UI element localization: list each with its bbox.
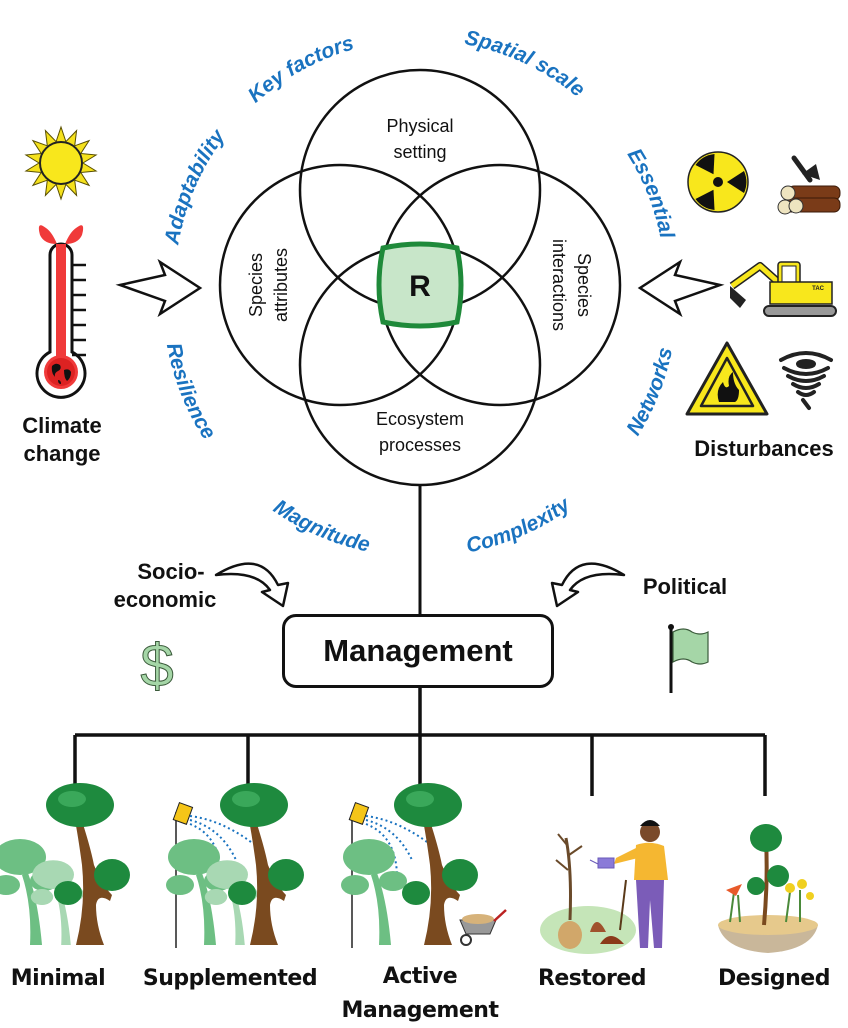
label-ecosystem-processes-2: processes	[379, 435, 461, 455]
thermometer-icon	[35, 225, 87, 399]
excavator-icon: TAC	[729, 261, 837, 317]
ring-word-essential: Essential	[623, 145, 679, 242]
fire-hazard-icon	[685, 341, 769, 416]
main-tree-icon	[220, 783, 304, 945]
management-branches	[73, 688, 767, 796]
label-species-attributes-1: Species	[246, 253, 266, 317]
management-label: Management	[323, 633, 513, 668]
illustration-minimal	[0, 783, 130, 945]
socioeconomic-label-line2: economic	[113, 587, 217, 612]
earth-globe-icon	[47, 358, 75, 386]
climate-change-label-line1: Climate	[22, 413, 102, 438]
label-ecosystem-processes-1: Ecosystem	[376, 409, 464, 429]
excavator-brand-label: TAC	[812, 286, 825, 292]
illustration-restored	[540, 820, 668, 954]
category-label-active-line1: Active	[382, 964, 458, 989]
ring-word-magnitude: Magnitude	[269, 495, 372, 556]
ring-word-resilience: Resilience	[162, 341, 220, 444]
category-label-active-line2: Management	[341, 998, 499, 1023]
logs-axe-icon	[777, 155, 841, 215]
socioeconomic-label-line1: Socio-	[137, 559, 205, 584]
background-tree-icon	[341, 839, 407, 945]
ring-word-complexity: Complexity	[464, 492, 575, 557]
category-label-restored: Restored	[537, 966, 647, 991]
curved-arrow-political	[550, 562, 626, 608]
ring-word-spatial-scale: Spatial scale	[463, 26, 590, 101]
ring-word-adaptability: Adaptability	[160, 124, 230, 247]
wheelbarrow-icon	[459, 909, 507, 946]
dollar-icon: $	[140, 632, 173, 699]
label-physical-setting-2: setting	[393, 142, 446, 162]
illustration-active-management	[341, 783, 507, 948]
ring-word-key-factors: Key factors	[244, 31, 357, 107]
label-species-interactions-1: Species	[574, 253, 594, 317]
sun-icon	[24, 125, 98, 201]
category-label-designed: Designed	[718, 966, 830, 991]
arrow-disturbances-to-venn	[637, 258, 725, 318]
center-r-label: R	[409, 270, 431, 303]
gardener-person-icon	[589, 820, 668, 948]
political-label: Political	[642, 574, 728, 599]
label-species-interactions-2: interactions	[549, 239, 569, 331]
label-physical-setting-1: Physical	[386, 116, 453, 136]
category-label-supplemented: Supplemented	[142, 966, 318, 991]
curved-arrow-socioeconomic	[214, 562, 290, 608]
flag-icon	[668, 624, 709, 693]
disturbances-label: Disturbances	[694, 436, 834, 461]
illustration-designed	[718, 824, 818, 953]
label-species-attributes-2: attributes	[271, 248, 291, 322]
center-r-region	[376, 241, 464, 329]
main-tree-icon	[394, 783, 478, 945]
arrow-climate-to-venn	[115, 258, 203, 318]
illustration-supplemented	[166, 783, 304, 948]
resilience-core: R	[376, 241, 464, 329]
category-label-active-management: Active Management	[330, 960, 510, 1028]
category-label-minimal: Minimal	[10, 966, 106, 991]
ring-word-networks: Networks	[622, 345, 677, 439]
climate-change-label: Climate change	[0, 412, 124, 468]
tornado-icon	[779, 351, 833, 410]
main-tree-icon	[46, 783, 130, 945]
radiation-icon	[687, 151, 749, 213]
climate-change-label-line2: change	[23, 441, 101, 466]
socioeconomic-label: Socio- economic	[100, 558, 230, 614]
management-box: Management	[282, 614, 554, 688]
